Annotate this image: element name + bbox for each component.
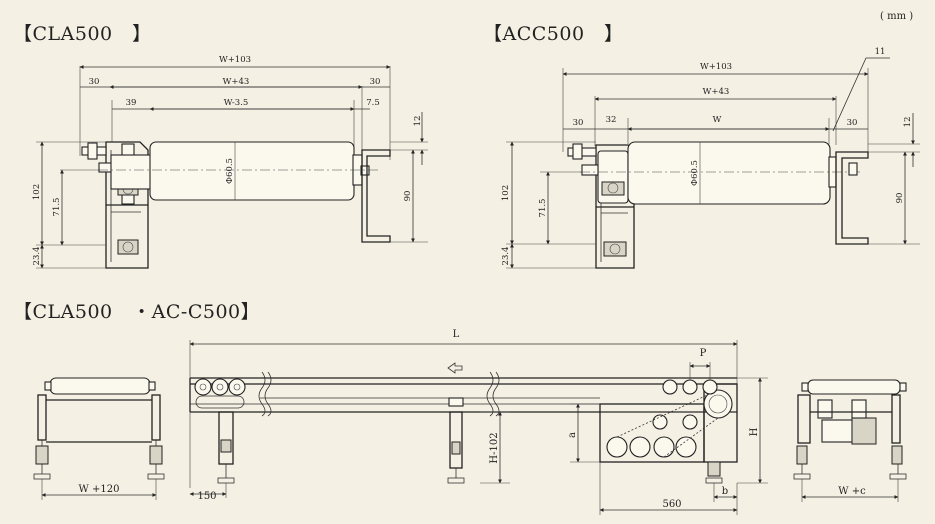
bottom-right-end-view: W +c: [793, 379, 907, 502]
acc-dim-32: 32: [606, 115, 617, 125]
cla-dim-23-4: 23.4: [32, 247, 42, 266]
acc-dim-w: W: [713, 115, 722, 125]
cla-dim-30-left: 30: [89, 77, 100, 87]
acc-dim-phi: Φ60.5: [690, 160, 700, 186]
bottom-dim-150: 150: [197, 491, 216, 502]
acc-dim-30-right: 30: [847, 118, 858, 128]
title-cla500: 【CLA500 】: [13, 23, 152, 45]
bottom-dim-w120: W +120: [79, 484, 120, 495]
bottom-dim-H: H: [749, 427, 760, 436]
bottom-dim-P: P: [700, 348, 707, 359]
bottom-dim-560: 560: [662, 499, 681, 510]
bottom-left-end-view: W +120: [33, 377, 165, 500]
title-acc500: 【ACC500 】: [483, 23, 624, 45]
bottom-dim-h102: H-102: [489, 432, 500, 463]
acc-dim-12: 12: [903, 117, 913, 128]
acc-dim-11: 11: [875, 47, 886, 57]
acc-dim-102: 102: [501, 185, 511, 201]
bottom-dim-L: L: [453, 329, 460, 340]
cla-dim-71-5: 71.5: [52, 198, 62, 217]
cla-dim-w35: W-3.5: [224, 98, 249, 108]
cla-dim-7-5: 7.5: [366, 98, 380, 108]
acc-dim-30-left: 30: [573, 118, 584, 128]
acc-dim-w103: W+103: [700, 62, 732, 72]
acc-dim-90: 90: [895, 193, 905, 204]
bottom-dim-wc: W +c: [838, 486, 866, 497]
title-cla500-ac-c500: 【CLA500 ・AC-C500】: [13, 301, 261, 323]
acc-dim-71-5: 71.5: [538, 199, 548, 218]
cla-dim-102: 102: [32, 184, 42, 200]
bottom-dim-a: a: [567, 432, 578, 438]
cla-dim-12: 12: [413, 116, 423, 127]
cla-dim-39: 39: [126, 98, 137, 108]
acc500-drawing: W+103 W+43 30 32 W 30 11 Φ60.5: [501, 47, 920, 269]
acc-dim-23-4: 23.4: [501, 247, 511, 266]
cla-dim-phi: Φ60.5: [225, 158, 235, 184]
cla-dim-w103: W+103: [219, 55, 251, 65]
unit-label: ( mm ): [880, 11, 914, 22]
cla-dim-90: 90: [403, 191, 413, 202]
bottom-dim-b: b: [722, 486, 728, 497]
cla-dim-30-right: 30: [370, 77, 381, 87]
cla500-drawing: W+103 30 W+43 30 39 W-3.5 7.5 Φ60.5: [32, 55, 428, 269]
acc-dim-w43: W+43: [703, 87, 730, 97]
bottom-side-view: L 150: [189, 329, 768, 515]
cla-dim-w43: W+43: [223, 77, 250, 87]
